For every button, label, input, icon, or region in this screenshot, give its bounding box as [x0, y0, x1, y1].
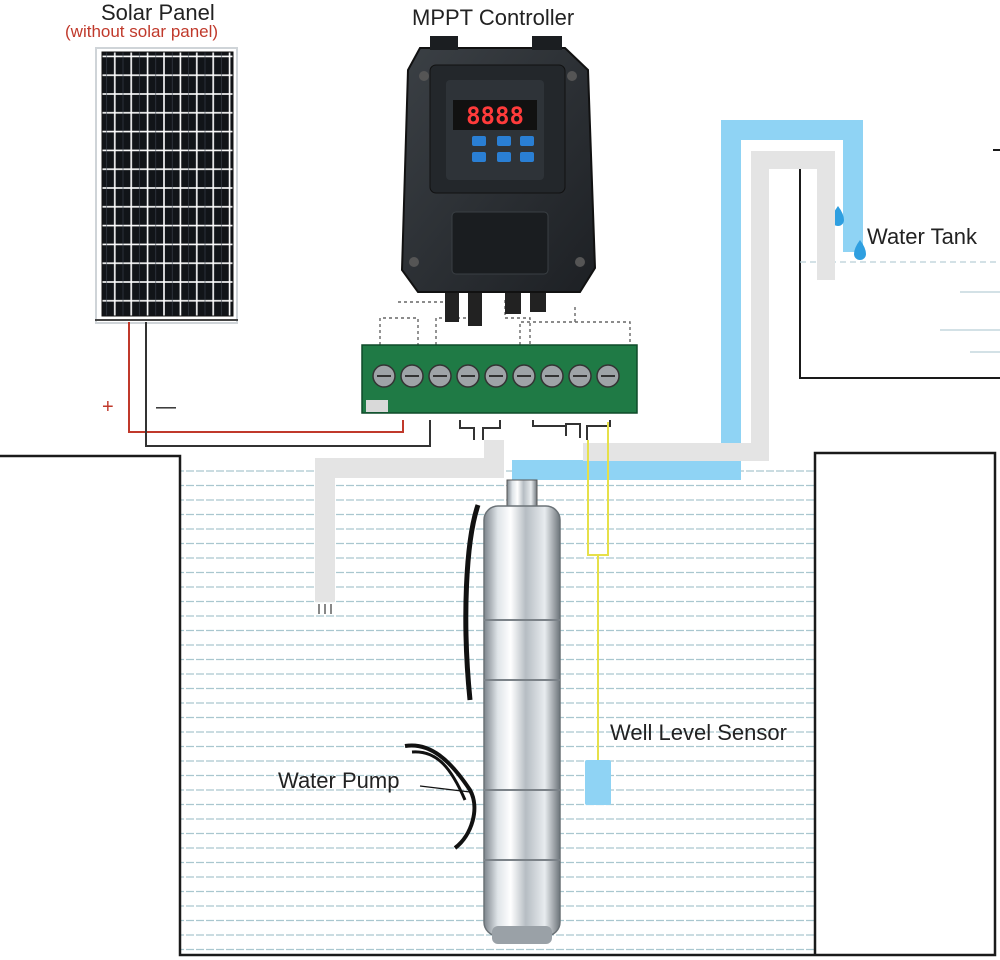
tank-wall [799, 168, 1000, 379]
negative-sign: — [156, 396, 176, 418]
solar-panel [95, 47, 238, 324]
sensor-cable-sleeve [583, 151, 835, 461]
water-drop-icon [854, 240, 866, 260]
solar-panel-label: Solar Panel [101, 0, 215, 25]
negative-wire [145, 322, 431, 447]
mppt-controller: 8888 [400, 36, 597, 326]
cable-sleeves [315, 151, 835, 614]
terminal-board [361, 344, 638, 414]
power-wires [128, 322, 431, 447]
water-tank-label: Water Tank [867, 224, 978, 249]
lead-wires [459, 420, 611, 760]
water-pump-label: Water Pump [278, 768, 400, 793]
positive-sign: + [102, 396, 114, 418]
well-sensor-label: Well Level Sensor [610, 720, 787, 745]
blue-pipe [512, 120, 863, 480]
controller-display: 8888 [466, 102, 524, 130]
well-level-sensor-float [585, 760, 611, 805]
solar-panel-note: (without solar panel) [65, 22, 219, 41]
pump-cable-sleeve [315, 440, 504, 602]
positive-wire [128, 322, 404, 433]
well-outline [0, 451, 997, 957]
controller-label: MPPT Controller [412, 5, 575, 30]
